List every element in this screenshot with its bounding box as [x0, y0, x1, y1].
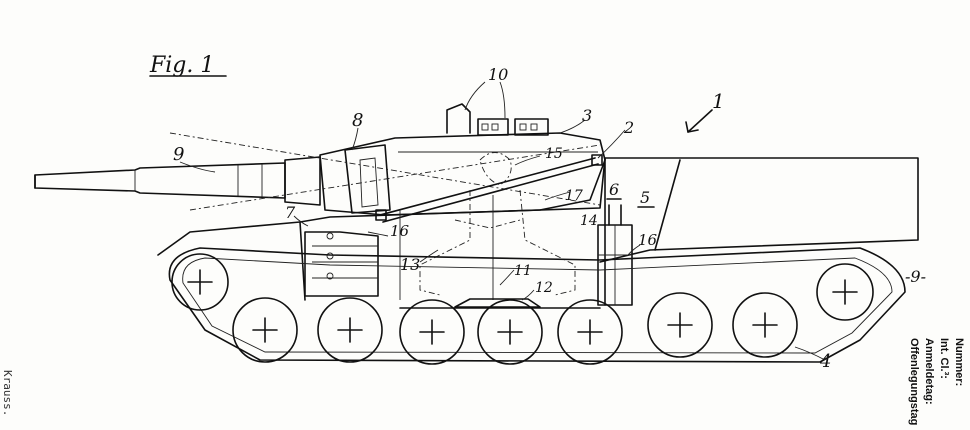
label-12: 12 — [535, 280, 553, 296]
label-14: 14 — [580, 213, 598, 229]
label-16-rear: 16 — [638, 231, 658, 249]
label-3: 3 — [582, 106, 592, 125]
track — [168, 247, 906, 363]
margin-label-offenlegungstag: Offenlegungstag — [908, 338, 920, 426]
left-margin-text: Krauss. — [1, 370, 14, 417]
label-7: 7 — [285, 203, 296, 222]
label-16-front: 16 — [390, 222, 410, 240]
gun-barrel — [34, 156, 321, 206]
margin-label-anmeldetag: Anmeldetag: — [923, 338, 935, 405]
label-4: 4 — [819, 351, 831, 372]
figure-title: Fig. 1 — [149, 53, 214, 78]
label-17: 17 — [565, 188, 583, 204]
sight-lines — [169, 132, 601, 211]
label-9: 9 — [173, 144, 184, 165]
label-10: 10 — [488, 65, 508, 84]
margin-page-label: -9- — [905, 267, 926, 286]
ammo-rack-front — [304, 231, 379, 297]
label-15: 15 — [545, 146, 563, 162]
road-wheels — [171, 253, 874, 365]
label-2: 2 — [623, 118, 634, 137]
label-6: 6 — [609, 180, 619, 199]
label-8: 8 — [352, 110, 363, 131]
crew-figures — [419, 152, 576, 300]
label-11: 11 — [514, 263, 532, 279]
margin-label-int-cl: Int. Cl.³: — [938, 338, 950, 379]
hull — [157, 157, 919, 306]
arrow-indicator — [685, 109, 713, 133]
leader-lines — [179, 81, 826, 361]
floor-plate — [399, 298, 601, 309]
label-13: 13 — [400, 255, 420, 274]
loading-rail — [375, 154, 603, 223]
margin-label-nummer: Nummer: — [953, 338, 965, 387]
label-5: 5 — [640, 188, 650, 207]
commander-cupola — [446, 103, 549, 136]
label-1: 1 — [712, 89, 725, 113]
ammo-rack-rear — [597, 204, 633, 306]
